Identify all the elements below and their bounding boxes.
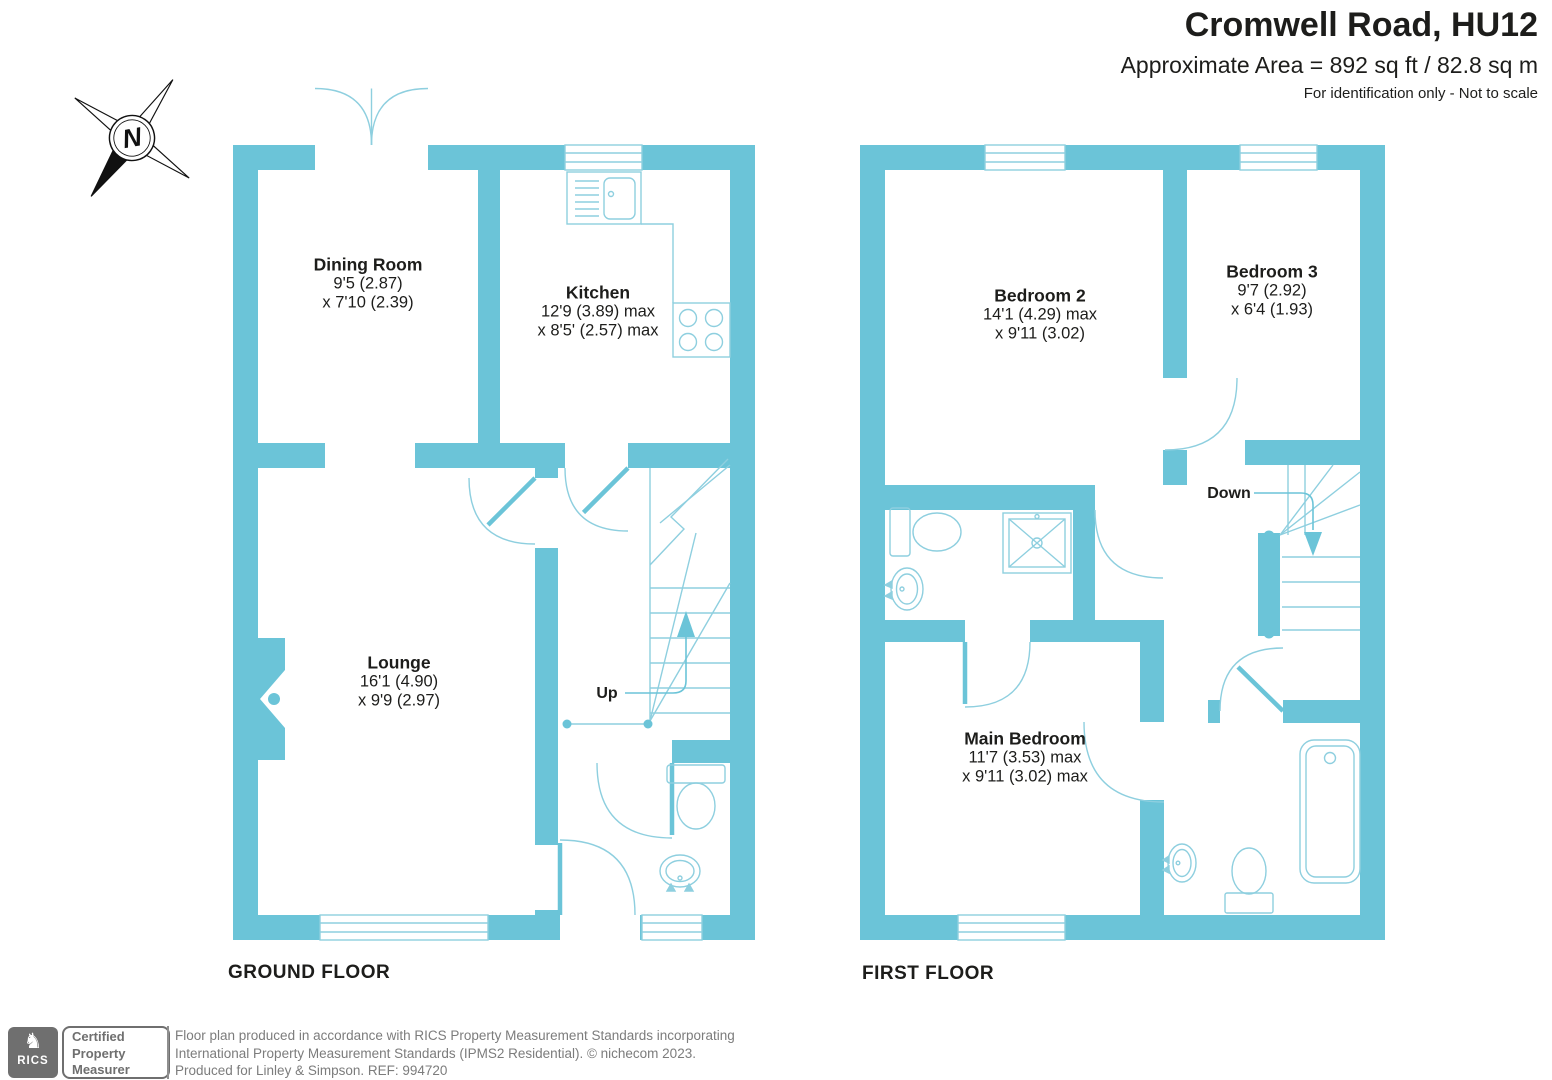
ensuite-shower — [1002, 512, 1072, 574]
scale-disclaimer: For identification only - Not to scale — [1303, 85, 1538, 102]
stairs-down-newels — [1263, 530, 1275, 639]
first-openings — [958, 145, 1317, 940]
kitchen-sink — [566, 171, 642, 225]
stairs-down-label: Down — [1207, 485, 1251, 502]
ensuite-toilet — [889, 507, 962, 557]
footer-divider — [167, 1026, 169, 1079]
ground-walls — [233, 145, 755, 940]
footer-disclaimer: Floor plan produced in accordance with R… — [175, 1028, 735, 1078]
first-floor-plan — [860, 144, 1385, 941]
first-windows — [957, 144, 1318, 941]
wc-toilet — [666, 764, 726, 830]
ground-windows — [319, 144, 703, 941]
ground-floor-caption: GROUND FLOOR — [228, 962, 391, 983]
room-label-dining: Dining Room 9'5 (2.87) x 7'10 (2.39) — [313, 254, 423, 312]
kitchen-counter — [641, 223, 674, 303]
ground-door-arcs — [468, 467, 673, 916]
room-label-kitchen: Kitchen 12'9 (3.89) max x 8'5' (2.57) ma… — [537, 282, 659, 340]
first-walls — [860, 145, 1385, 940]
ensuite-basin — [883, 567, 924, 611]
ground-door-leaves — [486, 466, 675, 915]
french-doors — [314, 87, 429, 146]
stairs-down — [1279, 464, 1361, 631]
page-title: Cromwell Road, HU12 — [1184, 6, 1538, 44]
certified-property-measurer-badge: Certified Property Measurer — [62, 1026, 170, 1079]
compass-north-icon: N — [74, 79, 190, 197]
room-label-bedroom2: Bedroom 2 14'1 (4.29) max x 9'11 (3.02) — [982, 285, 1098, 343]
ground-openings — [315, 145, 702, 940]
room-label-main-bedroom: Main Bedroom 11'7 (3.53) max x 9'11 (3.0… — [962, 728, 1088, 786]
rics-lion-icon: ♞ — [23, 1030, 43, 1053]
kitchen-hob — [672, 302, 731, 358]
first-door-arcs — [964, 377, 1284, 803]
first-floor-caption: FIRST FLOOR — [862, 963, 995, 984]
fireplace — [260, 670, 285, 728]
room-label-lounge: Lounge 16'1 (4.90) x 9'9 (2.97) — [357, 652, 441, 710]
bathroom-toilet — [1224, 847, 1274, 914]
ground-floor-plan — [233, 87, 755, 941]
stairs-up-newels — [562, 719, 653, 729]
approximate-area: Approximate Area = 892 sq ft / 82.8 sq m — [1120, 52, 1538, 78]
wc-basin — [659, 854, 701, 892]
down-arrow — [1254, 492, 1322, 556]
stairs-up-label: Up — [596, 685, 618, 702]
stairs-up — [565, 458, 731, 725]
up-arrow — [625, 611, 695, 694]
bath-tub — [1299, 739, 1361, 884]
first-door-leaves — [962, 642, 1285, 713]
rics-wordmark: RICS — [17, 1055, 49, 1067]
room-label-bedroom3: Bedroom 3 9'7 (2.92) x 6'4 (1.93) — [1226, 261, 1318, 319]
rics-logo: ♞ RICS — [8, 1027, 58, 1078]
bathroom-basin — [1161, 843, 1197, 883]
